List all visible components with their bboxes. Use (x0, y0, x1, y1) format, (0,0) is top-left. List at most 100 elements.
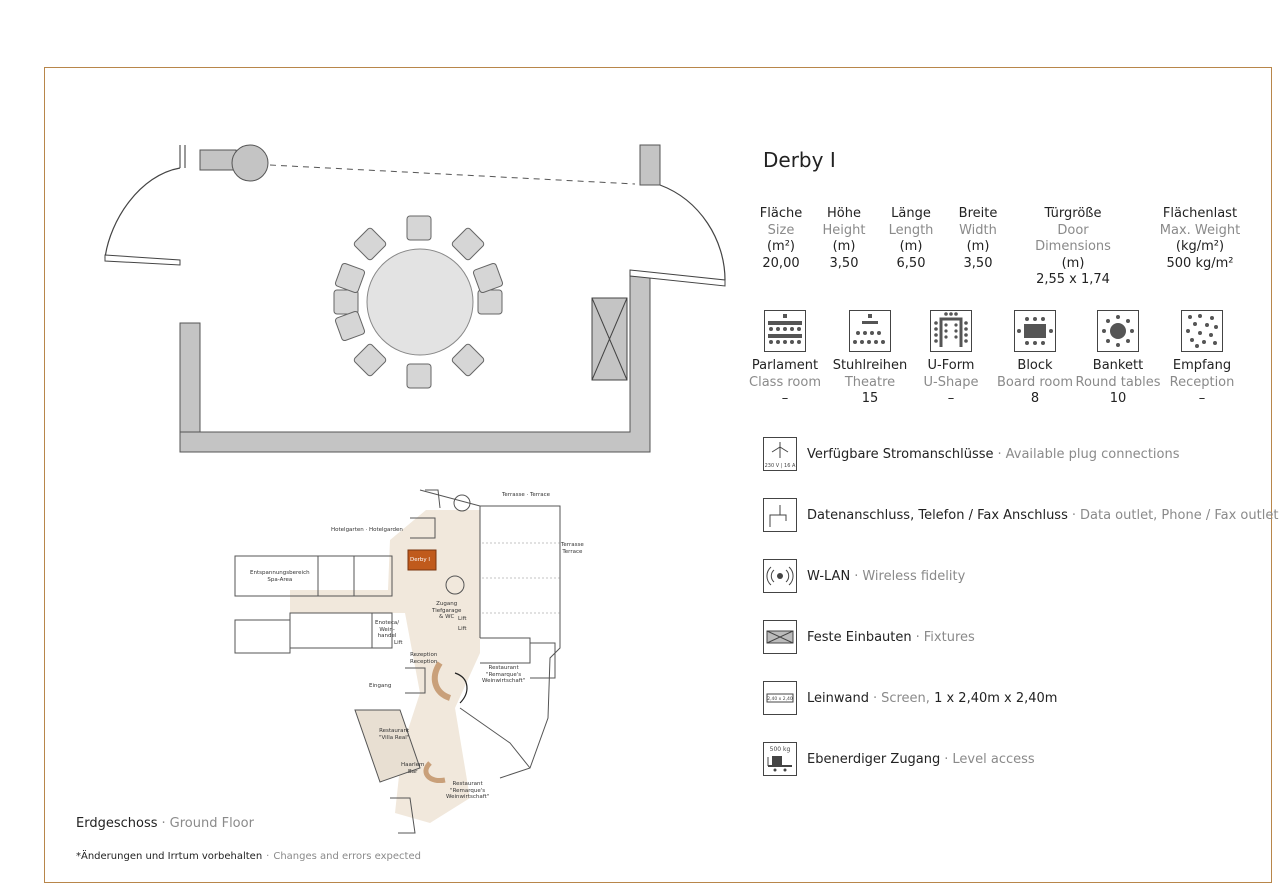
label-reception-2: Reception (410, 658, 438, 665)
label-wine: Enoteca/Wein-handel (375, 620, 399, 640)
feature-label-de: W-LAN (807, 568, 851, 584)
reception-setup-icon (1181, 310, 1223, 352)
label-restaurant-r-3b: Weinwirtschaft" (446, 794, 490, 800)
label-haarlem-1: Haarlem (401, 762, 425, 768)
chairs (333, 215, 504, 389)
label-wine-1: Enoteca/ (375, 620, 400, 626)
setup-label-de: Block (1017, 358, 1053, 373)
spec-unit: (m) (899, 239, 923, 254)
level-access-icon: 500 kg (763, 742, 797, 776)
label-restaurant-r-1: Restaurant (488, 665, 519, 671)
label-wine-3: handel (377, 633, 397, 639)
spec-label-en: Height (822, 222, 866, 238)
label-spa-1: Entspannungsbereich (250, 570, 310, 576)
feature-label-de: Ebenerdiger Zugang (807, 751, 941, 767)
feature-screen: 2,40 x 2,40 Leinwand·Screen, 1 x 2,40m x… (763, 681, 1057, 715)
setup-label-en: U-Shape (923, 374, 979, 390)
spec-value: 3,50 (963, 255, 993, 271)
setup-label-de: Stuhlreihen (832, 358, 908, 373)
column (231, 144, 269, 182)
power-outlet-icon: 230 V | 16 A (763, 437, 797, 471)
setup-boardroom: Block Board room 8 (987, 310, 1083, 408)
label-access-3: & WC (439, 614, 455, 620)
feature-label-en: Screen, (881, 690, 930, 706)
spec-width: Breite Width (m) 3,50 (948, 206, 1008, 272)
spec-unit: (m) (1061, 255, 1085, 271)
spec-value: 3,50 (829, 255, 859, 271)
label-access-1: Zugang (436, 601, 458, 607)
round-table (366, 248, 474, 356)
label-restaurant-r-2: "Remarque's (486, 671, 522, 678)
spec-unit: (m) (966, 239, 990, 254)
label-villa-1: Restaurant (379, 728, 410, 734)
wifi-icon (763, 559, 797, 593)
power-outlet-icon-text: 230 V | 16 A (765, 463, 796, 469)
spec-label-de: Höhe (827, 206, 861, 221)
feature-power: 230 V | 16 A Verfügbare Stromanschlüsse·… (763, 437, 1180, 471)
bar-counter (423, 761, 446, 784)
feature-label-de: Leinwand (807, 690, 869, 706)
label-lift-2: Lift (458, 626, 467, 632)
label-reception-1: Rezeption (410, 652, 438, 658)
boardroom-setup-icon (1014, 310, 1056, 352)
feature-extra: 1 x 2,40m x 2,40m (934, 690, 1058, 706)
feature-label-de: Verfügbare Stromanschlüsse (807, 446, 994, 462)
room-wall-left (179, 322, 201, 433)
setup-label-en: Theatre (844, 374, 896, 390)
spec-door: Türgröße Door Dimensions (m) 2,55 x 1,74 (1018, 206, 1128, 289)
fixtures-icon (763, 620, 797, 654)
spec-unit: (m) (832, 239, 856, 254)
screen-icon-text: 2,40 x 2,40 (767, 696, 793, 702)
setup-capacity: 8 (1030, 391, 1040, 406)
setup-label-en: Round tables (1075, 374, 1161, 390)
spec-value: 500 kg/m² (1166, 255, 1234, 271)
u-shape-setup-icon (930, 310, 972, 352)
feature-label-de: Datenanschluss, Telefon / Fax Anschluss (807, 507, 1068, 523)
spec-height: Höhe Height (m) 3,50 (814, 206, 874, 272)
curved-wall (104, 167, 181, 259)
spec-value: 20,00 (762, 255, 800, 271)
staircase (445, 575, 465, 595)
theatre-setup-icon (849, 310, 891, 352)
feature-level-access: 500 kg Ebenerdiger Zugang·Level access (763, 742, 1035, 776)
floor-label-de: Erdgeschoss (76, 816, 158, 831)
spec-label-de: Türgröße (1044, 206, 1102, 221)
feature-data: Datenanschluss, Telefon / Fax Anschluss·… (763, 498, 1278, 532)
spec-unit: (m²) (766, 239, 796, 254)
label-terrace-top: Terrasse · Terrace (502, 492, 550, 498)
spec-label-en: Width (959, 222, 997, 238)
label-hotelgarden: Hotelgarten · Hotelgarden (331, 527, 403, 533)
feature-label-en: Data outlet, Phone / Fax outlet (1080, 507, 1279, 523)
spec-label-en: Length (888, 222, 934, 238)
spec-weight: Flächenlast Max. Weight (kg/m²) 500 kg/m… (1145, 206, 1255, 272)
setup-capacity: – (1198, 391, 1206, 406)
spec-size: Fläche Size (m²) 20,00 (750, 206, 812, 272)
setup-label-de: U-Form (927, 358, 975, 373)
setup-label-en: Board room (997, 374, 1073, 390)
label-villa-real: Restaurant"Villa Real" (379, 728, 409, 741)
label-restaurant-r-2b: "Remarque's (450, 787, 486, 794)
dashed-line (269, 164, 636, 185)
spec-unit: (kg/m²) (1175, 239, 1225, 254)
data-outlet-icon (763, 498, 797, 532)
room-title: Derby I (763, 148, 836, 172)
level-access-icon-text: 500 kg (770, 746, 791, 753)
spec-label-en: Door Dimensions (1035, 222, 1111, 255)
feature-fixtures: Feste Einbauten·Fixtures (763, 620, 975, 654)
setup-label-de: Empfang (1172, 358, 1232, 373)
label-villa-2: "Villa Real" (379, 734, 410, 741)
disclaimer-note: *Änderungen und Irrtum vorbehalten·Chang… (76, 851, 421, 862)
feature-label-en: Available plug connections (1005, 446, 1180, 462)
label-entrance: Eingang (369, 683, 392, 689)
note-en: Changes and errors expected (273, 851, 421, 862)
label-terrace-right-1: Terrasse (561, 542, 584, 548)
setup-reception: Empfang Reception – (1154, 310, 1250, 408)
note-de: *Änderungen und Irrtum vorbehalten (76, 851, 263, 862)
label-restaurant-r-3: Weinwirtschaft" (482, 678, 526, 684)
label-derby: Derby I (410, 557, 430, 563)
floor-label-en: Ground Floor (169, 816, 254, 831)
